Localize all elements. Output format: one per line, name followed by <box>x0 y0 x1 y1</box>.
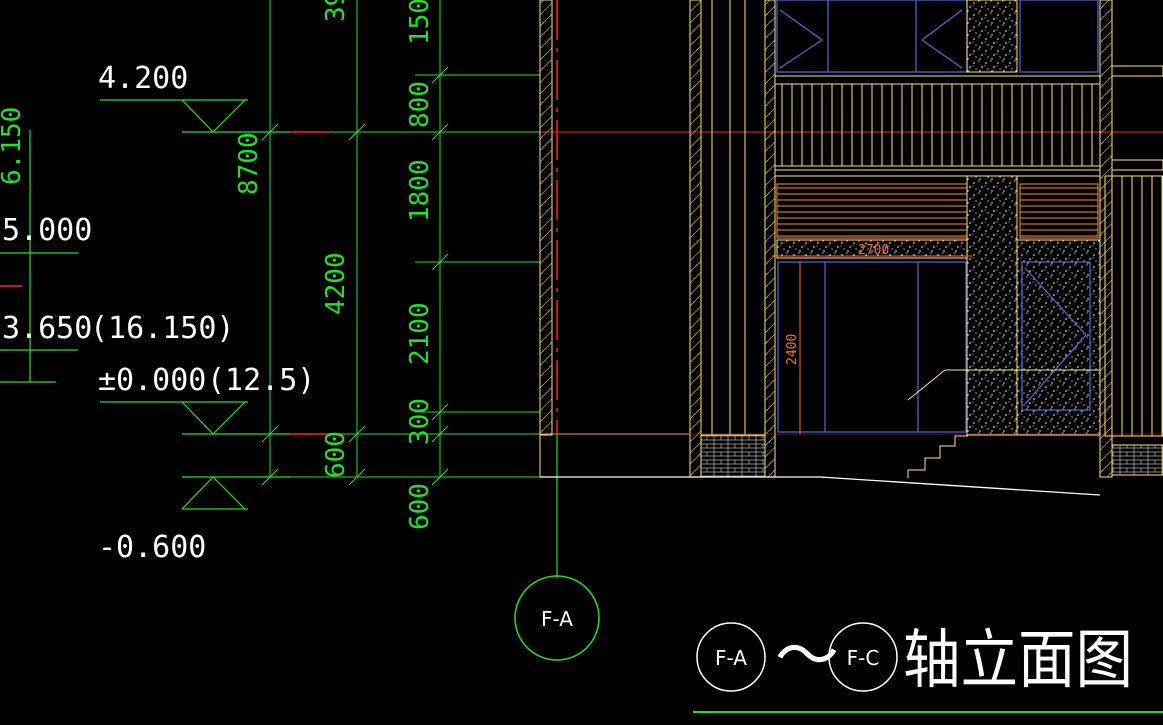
title-bubble-from <box>696 622 766 692</box>
drawing-title: 轴立面图 <box>903 624 1133 698</box>
door-width: 2700 <box>858 243 889 258</box>
ground-line <box>540 476 1101 496</box>
dim-col3-2100: 2100 <box>405 302 435 365</box>
level-0: ±0.000 <box>98 363 206 398</box>
dim-col1-600: 600 <box>321 431 351 478</box>
stone-pillar <box>966 175 1018 436</box>
dim-col3-600: 600 <box>405 483 435 530</box>
dim-col2-4200: 4200 <box>321 252 351 315</box>
title-tag-from: F-A <box>715 646 747 670</box>
level-markers <box>0 99 290 510</box>
upper-windows <box>776 0 1099 73</box>
storefront <box>777 261 1091 433</box>
level-neg600: -0.600 <box>98 530 206 565</box>
level-3650: 3.650 <box>2 311 92 346</box>
grid-bubble-fa <box>514 575 600 661</box>
level-4200: 4.200 <box>98 61 188 96</box>
louver-left <box>776 183 968 239</box>
left-wall <box>539 0 690 478</box>
balcony-railing <box>774 83 1101 167</box>
level-16150: (16.150) <box>90 311 235 346</box>
level-triangle-neg600 <box>181 476 246 510</box>
grid-tag-fa: F-A <box>541 607 573 631</box>
dim-col3-300: 300 <box>405 398 435 445</box>
level-12-5: (12.5) <box>207 363 315 398</box>
dimension-chains <box>261 0 540 486</box>
level-5000: 5.000 <box>2 213 92 248</box>
level-triangle-0 <box>181 401 246 435</box>
louver-right <box>1019 183 1099 239</box>
wall-column <box>689 0 776 478</box>
dim-col3-1800: 1800 <box>405 159 435 222</box>
door-dims <box>772 255 972 434</box>
entry-stair <box>907 369 1100 478</box>
dim-col3-800: 800 <box>405 81 435 128</box>
level-triangle-4200 <box>181 99 246 133</box>
door-height: 2400 <box>785 334 800 365</box>
dim-col1-top: 39 <box>321 0 351 22</box>
dim-col1-8700: 8700 <box>234 132 264 195</box>
title-bubble-to <box>828 622 898 692</box>
title-tag-to: F-C <box>847 646 880 670</box>
level-6150-partial: 6.150 <box>0 107 27 185</box>
dim-col3-1500: 1500 <box>405 0 435 45</box>
stone-pillar-upper <box>966 0 1018 73</box>
